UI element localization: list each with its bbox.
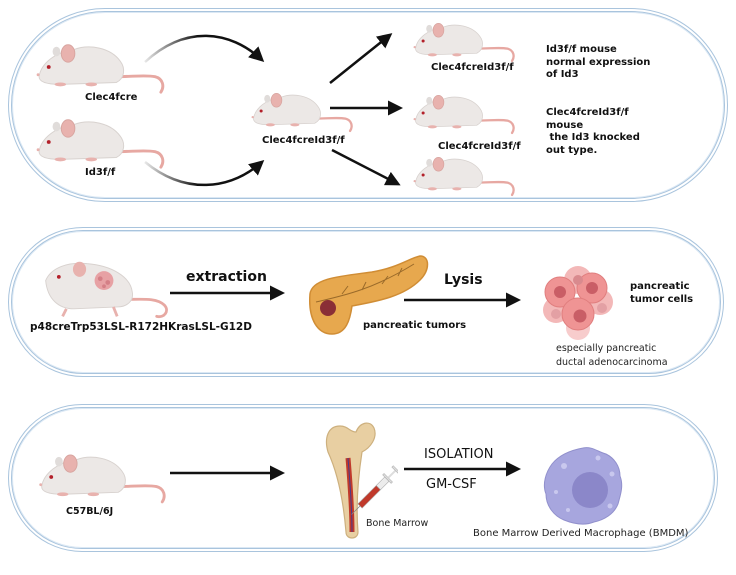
note-line: mouse — [546, 119, 584, 131]
label-line: tumor cells — [630, 293, 694, 305]
tumor-mouse-icon — [45, 261, 168, 319]
cross-label: Clec4fcreId3f/f — [262, 135, 345, 146]
macrophage-icon — [543, 447, 623, 525]
tumor-cells-label: pancreatic tumor cells — [630, 281, 693, 306]
offspring-label-1: Clec4fcreId3f/f — [431, 62, 514, 73]
isolation-label: ISOLATION — [424, 447, 494, 462]
tumor-cells-icon — [543, 266, 613, 340]
note-line: especially pancreatic — [556, 343, 657, 354]
note-line: out type. — [546, 144, 598, 156]
note-normal: Id3f/f mouse normal expression of Id3 — [546, 44, 650, 82]
label-line: pancreatic — [630, 281, 690, 292]
note-line: Id3f/f mouse — [546, 44, 617, 55]
gm-csf-label: GM-CSF — [426, 477, 477, 492]
arrow-id3-to-cross — [144, 160, 265, 187]
c57-label: C57BL/6J — [66, 506, 114, 517]
offspring-label-2: Clec4fcreId3f/f — [438, 141, 521, 152]
note-line: ductal adenocarcinoma — [556, 356, 668, 368]
pdac-note: especially pancreatic ductal adenocarcin… — [556, 342, 668, 370]
extraction-label: extraction — [186, 269, 267, 285]
parent-label-id3: Id3f/f — [85, 167, 116, 178]
parent-label-clec4fcre: Clec4fcre — [85, 92, 138, 103]
note-line: Clec4fcreId3f/f — [546, 107, 629, 118]
bone-icon — [325, 422, 398, 539]
pancreatic-tumors-label: pancreatic tumors — [363, 320, 467, 331]
arrow-cross-to-offspring-3 — [331, 148, 401, 186]
bmdm-label: Bone Marrow Derived Macrophage (BMDM) — [473, 528, 689, 539]
arrow-clec4fcre-to-cross — [144, 34, 265, 63]
lysis-label: Lysis — [444, 272, 483, 288]
note-line: normal expression — [546, 56, 651, 68]
note-line: of Id3 — [546, 69, 579, 80]
arrow-cross-to-offspring-1 — [329, 33, 393, 84]
mouse-icon — [34, 448, 168, 506]
bone-marrow-label: Bone Marrow — [366, 518, 429, 529]
note-line: the Id3 knocked — [546, 132, 640, 143]
pancreas-icon — [309, 255, 429, 335]
source-genotype-label: p48creTrp53LSL-R172HKrasLSL-G12D — [30, 321, 252, 333]
note-knockout: Clec4fcreId3f/f mouse the Id3 knocked ou… — [546, 107, 640, 157]
